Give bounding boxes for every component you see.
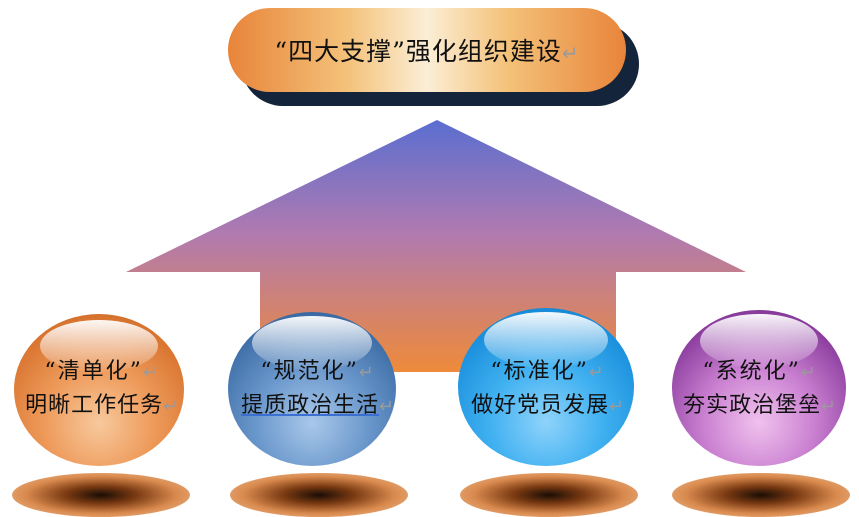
pillar-label-2: “规范化”↵ 提质政治生活↵ bbox=[220, 355, 416, 423]
pillar-subtitle: 做好党员发展 bbox=[471, 393, 610, 419]
paragraph-mark-icon: ↵ bbox=[379, 397, 395, 418]
pillar-label-1: “清单化”↵ 明晰工作任务↵ bbox=[4, 355, 200, 423]
pillar-label-4: “系统化”↵ 夯实政治堡垒↵ bbox=[664, 355, 856, 423]
pillar-heading: “系统化” bbox=[702, 359, 801, 384]
title-banner: “四大支撑”强化组织建设↵ bbox=[228, 8, 626, 92]
pillar-ball-standardized-rules bbox=[228, 312, 396, 466]
pillar-subtitle: 明晰工作任务 bbox=[25, 393, 164, 419]
paragraph-mark-icon: ↵ bbox=[142, 363, 160, 383]
arrow-shape bbox=[126, 120, 746, 372]
shadow-ellipse-3 bbox=[460, 473, 638, 517]
pillar-ball-systematization bbox=[672, 310, 846, 466]
pillar-ball-checklist bbox=[14, 314, 184, 466]
shadow-ellipse-2 bbox=[230, 473, 408, 517]
pillar-label-3: “标准化”↵ 做好党员发展↵ bbox=[450, 355, 646, 423]
ball-highlight bbox=[40, 320, 158, 372]
pillar-ball-standardization bbox=[458, 308, 634, 466]
ball-highlight bbox=[700, 314, 818, 368]
shadow-ellipse-1 bbox=[12, 473, 190, 517]
pillar-subtitle: 提质政治生活 bbox=[241, 393, 380, 419]
paragraph-mark-icon: ↵ bbox=[821, 397, 837, 418]
ball-highlight bbox=[484, 312, 608, 368]
paragraph-mark-icon: ↵ bbox=[609, 397, 625, 418]
paragraph-mark-icon: ↵ bbox=[588, 363, 606, 383]
paragraph-mark-icon: ↵ bbox=[561, 41, 580, 65]
paragraph-mark-icon: ↵ bbox=[163, 397, 179, 418]
title-text: “四大支撑”强化组织建设↵ bbox=[274, 37, 580, 66]
pillar-heading: “标准化” bbox=[490, 359, 589, 384]
paragraph-mark-icon: ↵ bbox=[800, 363, 818, 383]
shadow-ellipse-4 bbox=[672, 473, 850, 517]
ball-highlight bbox=[252, 316, 372, 370]
pillar-heading: “清单化” bbox=[44, 359, 143, 384]
paragraph-mark-icon: ↵ bbox=[358, 363, 376, 383]
pillar-heading: “规范化” bbox=[260, 359, 359, 384]
pillar-subtitle: 夯实政治堡垒 bbox=[683, 393, 822, 419]
